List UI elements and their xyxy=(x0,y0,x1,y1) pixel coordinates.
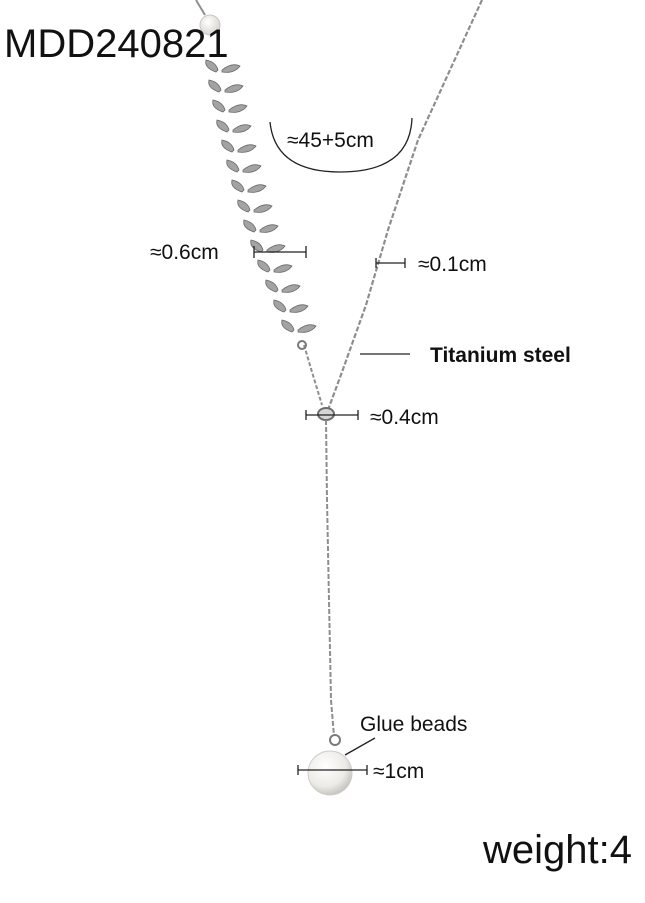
ring-width-annotation: ≈0.4cm xyxy=(370,406,439,429)
ring-connector xyxy=(317,407,335,421)
bead-width-annotation: ≈1cm xyxy=(373,760,425,783)
small-pearl xyxy=(199,14,221,36)
product-code: MDD240821 xyxy=(4,22,229,66)
chain-width-annotation: ≈0.1cm xyxy=(418,253,487,276)
length-arc xyxy=(269,117,413,173)
right-chain xyxy=(326,0,484,411)
leaf-chain xyxy=(205,59,317,333)
bead-label-annotation: Glue beads xyxy=(360,713,468,736)
drop-chain xyxy=(325,419,335,737)
weight-label: weight:4 xyxy=(483,828,632,872)
left-chain-lower xyxy=(303,344,323,406)
leaf-width-annotation: ≈0.6cm xyxy=(150,241,219,264)
left-chain-upper xyxy=(195,0,206,16)
material-annotation: Titanium steel xyxy=(430,344,571,367)
length-annotation: ≈45+5cm xyxy=(287,129,374,152)
pearl-bead xyxy=(307,750,353,796)
